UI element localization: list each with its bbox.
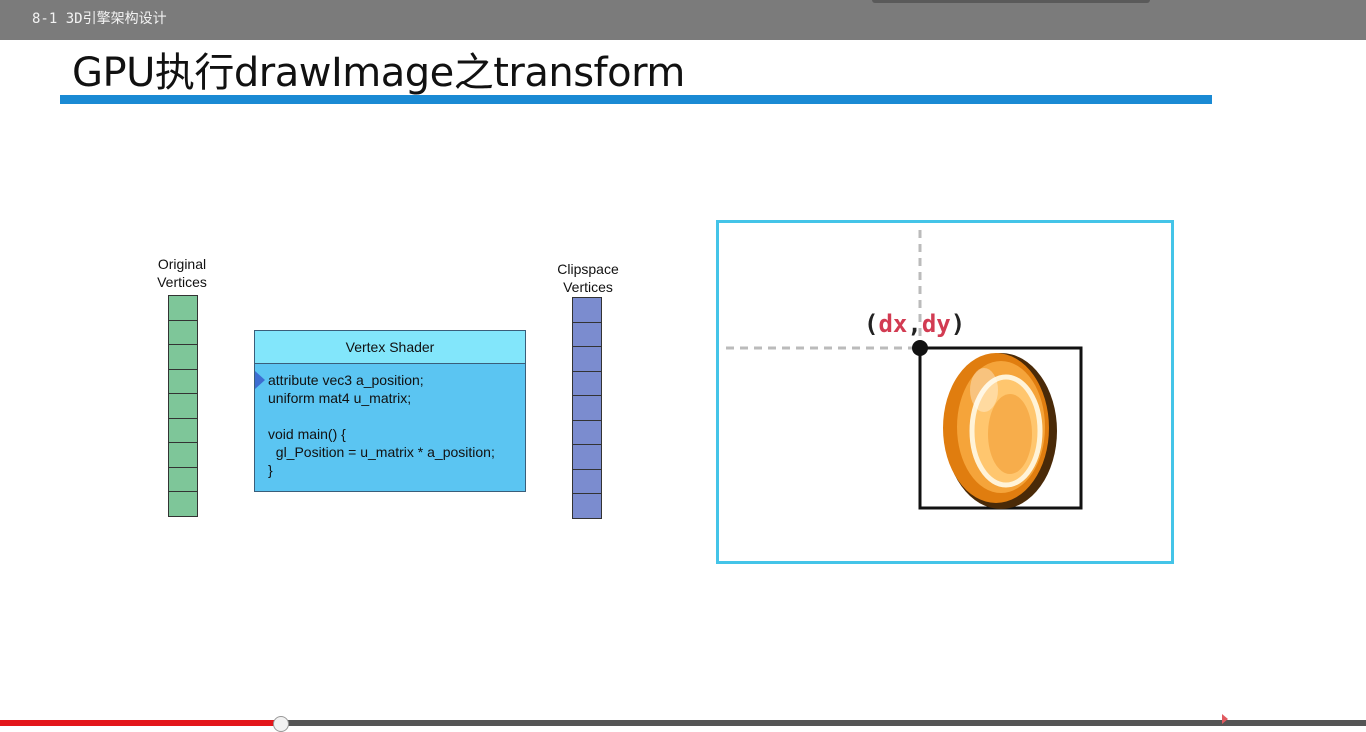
- vertex-cell: [572, 322, 602, 347]
- input-arrow-icon: [255, 371, 265, 389]
- clipspace-vertices-column: [572, 297, 602, 519]
- vertex-cell: [572, 469, 602, 494]
- vertex-cell: [572, 371, 602, 396]
- vertex-shader-code: attribute vec3 a_position; uniform mat4 …: [268, 372, 495, 478]
- vertex-cell: [572, 347, 602, 372]
- video-scrub-handle[interactable]: [273, 716, 290, 732]
- coord-close-paren: ): [950, 310, 966, 338]
- vertex-cell: [572, 298, 602, 323]
- vertex-cell: [572, 420, 602, 445]
- vertex-cell: [168, 345, 198, 370]
- origin-point: [912, 340, 928, 356]
- title-underline: [60, 95, 1212, 104]
- vertex-cell: [168, 492, 198, 517]
- video-progress-fill: [0, 720, 281, 726]
- video-titlebar: 8-1 3D引擎架构设计: [0, 0, 1366, 40]
- original-vertices-column: [168, 295, 198, 517]
- coord-open-paren: (: [864, 310, 879, 338]
- coord-comma: ,: [907, 310, 922, 338]
- video-progress-track[interactable]: [0, 720, 1366, 726]
- vertex-cell: [168, 467, 198, 492]
- vertex-cell: [168, 443, 198, 468]
- original-vertices-label: Original Vertices: [122, 255, 242, 291]
- clipspace-vertices-label-line1: Clipspace: [557, 261, 619, 277]
- vertex-shader-box: Vertex Shader attribute vec3 a_position;…: [254, 330, 526, 492]
- vertex-shader-header: Vertex Shader: [255, 331, 525, 364]
- slide-title: GPU执行drawImage之transform: [72, 50, 685, 96]
- vertex-cell: [572, 445, 602, 470]
- canvas-illustration: [726, 230, 1083, 510]
- coord-dx: dx: [878, 310, 908, 338]
- vertex-cell: [572, 494, 602, 519]
- video-title: 8-1 3D引擎架构设计: [32, 11, 167, 27]
- clipspace-vertices-label-line2: Vertices: [563, 279, 613, 295]
- vertex-cell: [168, 369, 198, 394]
- popup-edge: [872, 0, 1150, 3]
- coord-dy: dy: [921, 310, 951, 338]
- dx-dy-coordinate-label: (dx,dy): [864, 310, 965, 338]
- vertex-cell: [572, 396, 602, 421]
- chapter-marker-icon: [1222, 714, 1228, 724]
- original-vertices-label-line1: Original: [157, 256, 207, 272]
- vertex-cell: [168, 296, 198, 321]
- original-vertices-label-line2: Vertices: [157, 274, 207, 290]
- vertex-cell: [168, 320, 198, 345]
- vertex-cell: [168, 394, 198, 419]
- coin-icon: [943, 353, 1057, 509]
- clipspace-vertices-label: Clipspace Vertices: [528, 260, 648, 296]
- vertex-cell: [168, 418, 198, 443]
